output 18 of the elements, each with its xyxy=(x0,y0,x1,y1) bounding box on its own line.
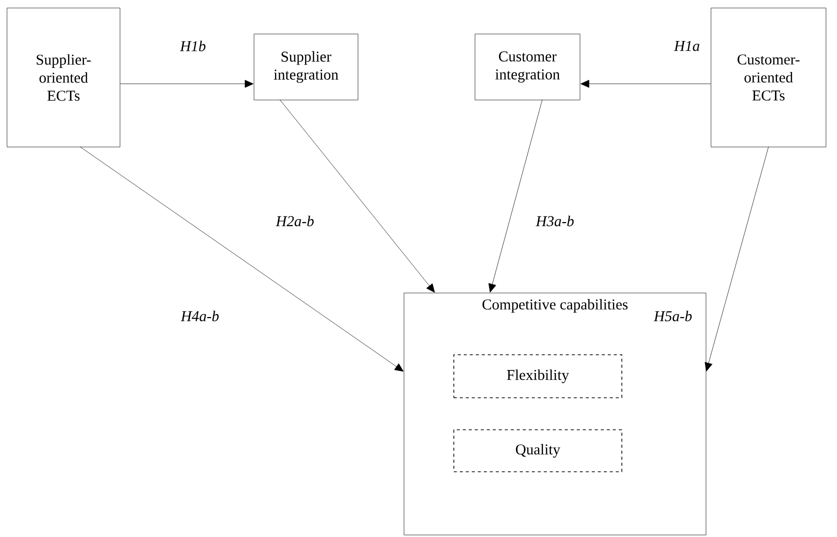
dashed-box: Quality xyxy=(453,429,622,472)
edge-label: H4a-b xyxy=(180,310,220,322)
arrow xyxy=(704,146,769,372)
edge-label: H1b xyxy=(179,40,207,52)
edge-label: H1a xyxy=(673,40,701,52)
edge-label: H3a-b xyxy=(534,214,576,228)
dashed-box: Flexibility xyxy=(453,354,622,398)
edge-label: H5a-b xyxy=(652,310,694,322)
arrow xyxy=(120,80,254,88)
edge-label: H2a-b xyxy=(274,214,316,228)
arrow xyxy=(280,100,435,293)
arrow xyxy=(580,80,711,88)
box: Customer integration xyxy=(474,34,580,100)
box: Customer-oriented ECTs xyxy=(710,8,826,148)
box: Supplier-oriented ECTs xyxy=(6,8,120,148)
box: Supplier integration xyxy=(254,34,358,100)
arrow xyxy=(80,146,404,372)
arrow xyxy=(488,100,542,292)
